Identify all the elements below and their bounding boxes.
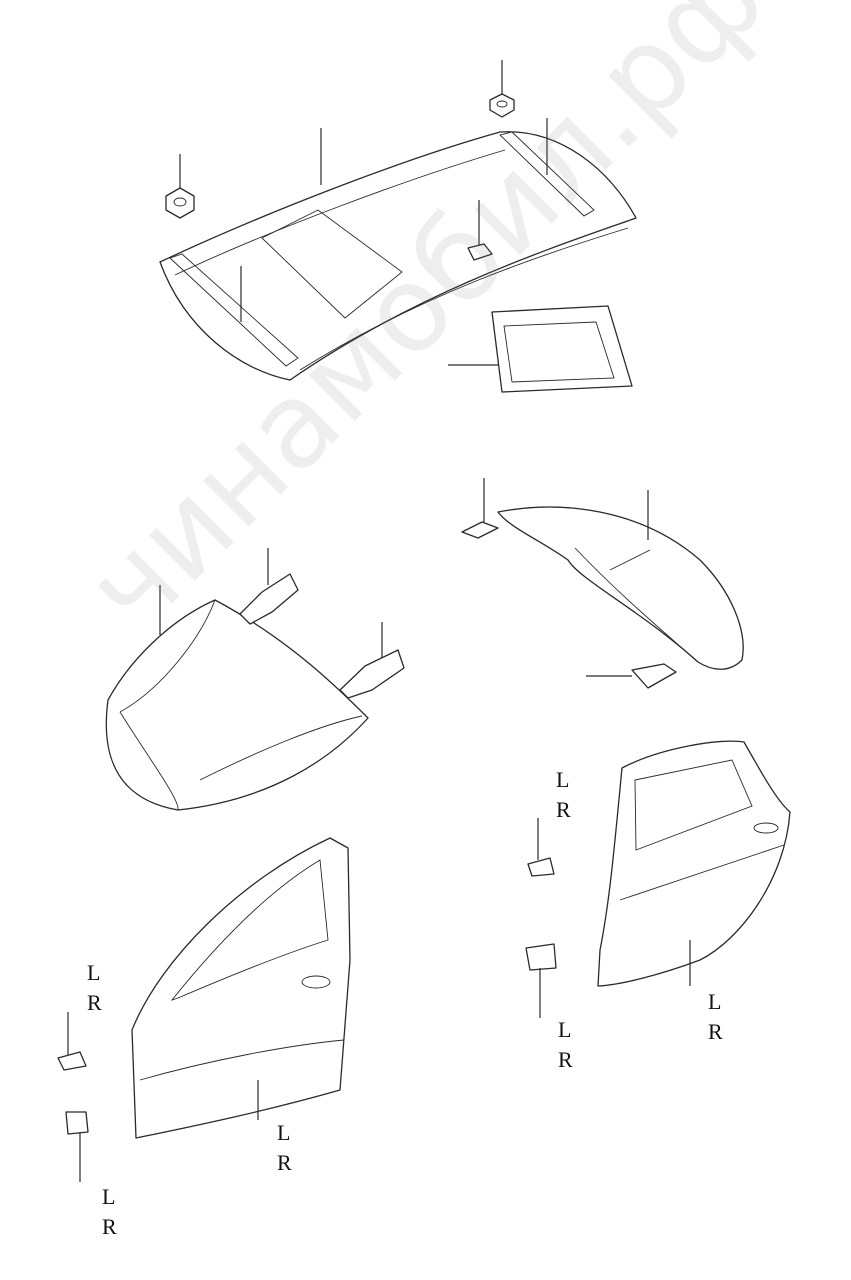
- hood-hinge-right: [339, 622, 405, 699]
- front-door-label-l: L: [277, 1120, 291, 1145]
- rear-door: [597, 740, 791, 987]
- roof-bracket: [467, 243, 493, 261]
- front-hinge-upper-label-l: L: [87, 960, 101, 985]
- rear-hinge-upper-label-r: R: [556, 797, 571, 822]
- rear-hinge-lower-label-r: R: [558, 1047, 573, 1072]
- sunroof-reinforcement-frame: [448, 305, 633, 393]
- rear-hinge-lower-label-l: L: [558, 1017, 572, 1042]
- roof-panel: [159, 131, 637, 381]
- trunk-hinge-lower: [586, 663, 677, 689]
- rear-door-label-l: L: [708, 989, 722, 1014]
- front-door: [131, 837, 351, 1139]
- front-hinge-upper-label-r: R: [87, 990, 102, 1015]
- rear-door-hinge-lower: [525, 943, 557, 1018]
- rear-door-label-r: R: [708, 1019, 723, 1044]
- trunk-lid: [497, 490, 744, 670]
- weld-nut-right: [489, 60, 515, 118]
- front-door-label-r: R: [277, 1150, 292, 1175]
- front-hinge-lower-label-r: R: [102, 1214, 117, 1239]
- front-hinge-lower-label-l: L: [102, 1184, 116, 1209]
- weld-nut-left: [165, 154, 195, 219]
- front-door-hinge-lower: [65, 1111, 89, 1182]
- hood-panel: [105, 585, 369, 811]
- rear-door-hinge-upper: [527, 818, 555, 877]
- trunk-hinge-upper: [461, 478, 499, 539]
- front-door-hinge-upper: [57, 1012, 87, 1071]
- rear-hinge-upper-label-l: L: [556, 767, 570, 792]
- hood-hinge-left: [239, 548, 299, 625]
